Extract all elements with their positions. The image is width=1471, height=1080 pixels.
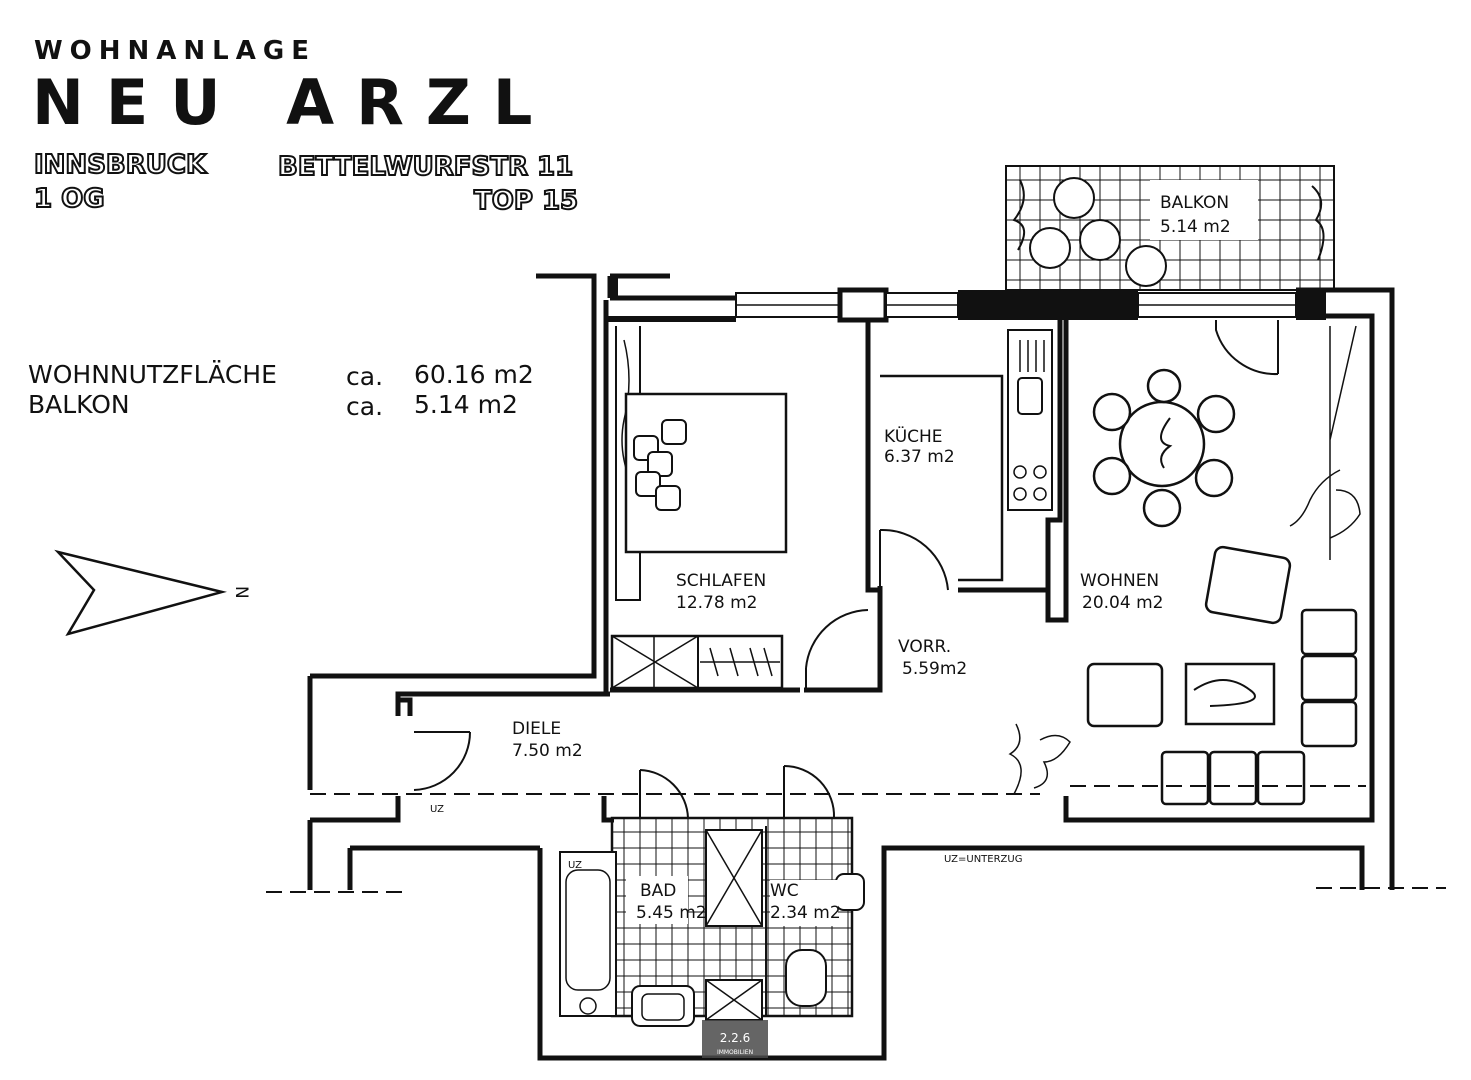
project-unit: TOP 15: [473, 185, 579, 217]
bedroom-furniture: [610, 326, 788, 690]
interior-walls: [398, 320, 1069, 716]
room-name-vorr: VORR.: [898, 637, 951, 657]
uz-legend: UZ=UNTERZUG: [944, 854, 1022, 865]
area-label-balcony: BALKON: [28, 390, 130, 419]
area-value-living: 60.16 m2: [414, 360, 534, 389]
area-label-living: WOHNNUTZFLÄCHE: [28, 360, 277, 389]
room-area-vorr: 5.59m2: [902, 659, 967, 679]
room-name-wohnen: WOHNEN: [1080, 571, 1159, 591]
room-name-wc: WC: [770, 881, 799, 901]
project-city: INNSBRUCK: [33, 149, 207, 181]
plant-icon: [1008, 325, 1361, 795]
north-arrow-icon: [54, 549, 227, 637]
room-name-schlafen: SCHLAFEN: [676, 571, 766, 591]
room-area-diele: 7.50 m2: [512, 741, 583, 761]
room-name-bad: BAD: [640, 881, 676, 901]
project-floor: 1 OG: [33, 183, 106, 215]
room-area-balkon: 5.14 m2: [1160, 217, 1231, 237]
room-area-wohnen: 20.04 m2: [1082, 593, 1163, 613]
project-title: NEU ARZL: [32, 66, 555, 139]
area-prefix-balcony: ca.: [346, 392, 384, 421]
project-kicker: WOHNANLAGE: [34, 36, 316, 66]
balcony-area: [1005, 165, 1335, 291]
watermark-text: 2.2.6: [720, 1031, 751, 1045]
room-name-kueche: KÜCHE: [884, 425, 943, 447]
exterior-walls: [307, 273, 1395, 1061]
room-name-balkon: BALKON: [1160, 193, 1229, 213]
room-area-schlafen: 12.78 m2: [676, 593, 757, 613]
kitchen-fixtures: [880, 329, 1053, 582]
watermark-sub: IMMOBILIEN: [717, 1049, 753, 1056]
watermark-logo: 2.2.6 IMMOBILIEN: [702, 1020, 768, 1058]
living-furniture: [1086, 368, 1358, 806]
top-facade: [606, 276, 1326, 323]
beam-lines: [266, 700, 1446, 893]
room-name-diele: DIELE: [512, 719, 561, 739]
project-street: BETTELWURFSTR 11: [277, 151, 574, 183]
area-value-balcony: 5.14 m2: [414, 390, 518, 419]
compass-label: N: [231, 586, 251, 599]
room-area-bad: 5.45 m2: [636, 903, 707, 923]
uz-label-left: UZ: [430, 804, 444, 815]
area-prefix-living: ca.: [346, 362, 384, 391]
bath-wc-area: [559, 816, 865, 1027]
room-area-wc: 2.34 m2: [770, 903, 841, 923]
room-area-kueche: 6.37 m2: [884, 447, 955, 467]
door-swings: [413, 320, 1279, 819]
uz-label-bath: UZ: [568, 860, 582, 871]
